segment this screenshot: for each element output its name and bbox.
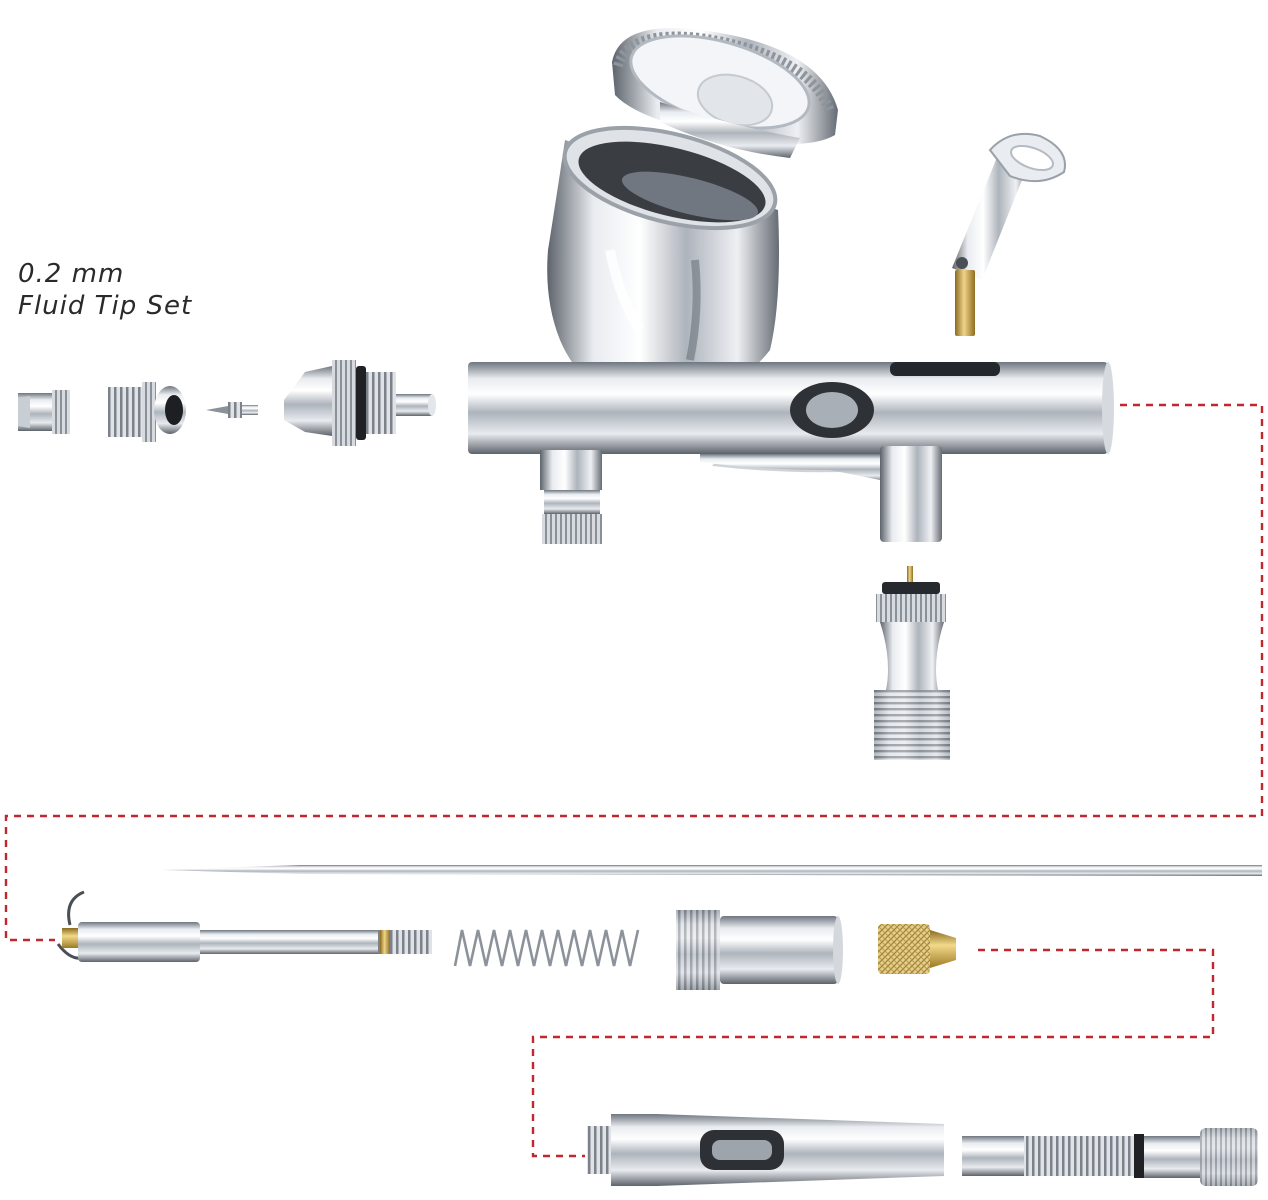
fluid-tip-icon [206, 402, 258, 418]
tip-set-text: Fluid Tip Set [18, 291, 193, 321]
needle-icon [162, 865, 1262, 876]
spring-guide-icon [676, 910, 843, 990]
needle-stopper-icon [962, 1128, 1258, 1186]
needle-chucking-nut-icon [878, 924, 956, 974]
needle-chucking-guide-icon [56, 890, 432, 962]
fluid-tip-set-label: 0.2 mm Fluid Tip Set [18, 258, 192, 322]
air-valve-icon [874, 566, 950, 760]
nozzle-body-icon [108, 382, 186, 442]
handle-icon [587, 1114, 944, 1186]
color-cup-icon [547, 125, 779, 388]
connector-lines [4, 403, 1264, 1158]
tip-size-text: 0.2 mm [18, 259, 125, 289]
spring-icon [453, 929, 640, 967]
color-cup-lid-icon [612, 28, 838, 158]
trigger-lever-icon [952, 132, 1066, 336]
head-assembly-icon [284, 360, 436, 446]
nozzle-cap-icon [18, 390, 70, 434]
airbrush-body-icon [468, 362, 1114, 544]
